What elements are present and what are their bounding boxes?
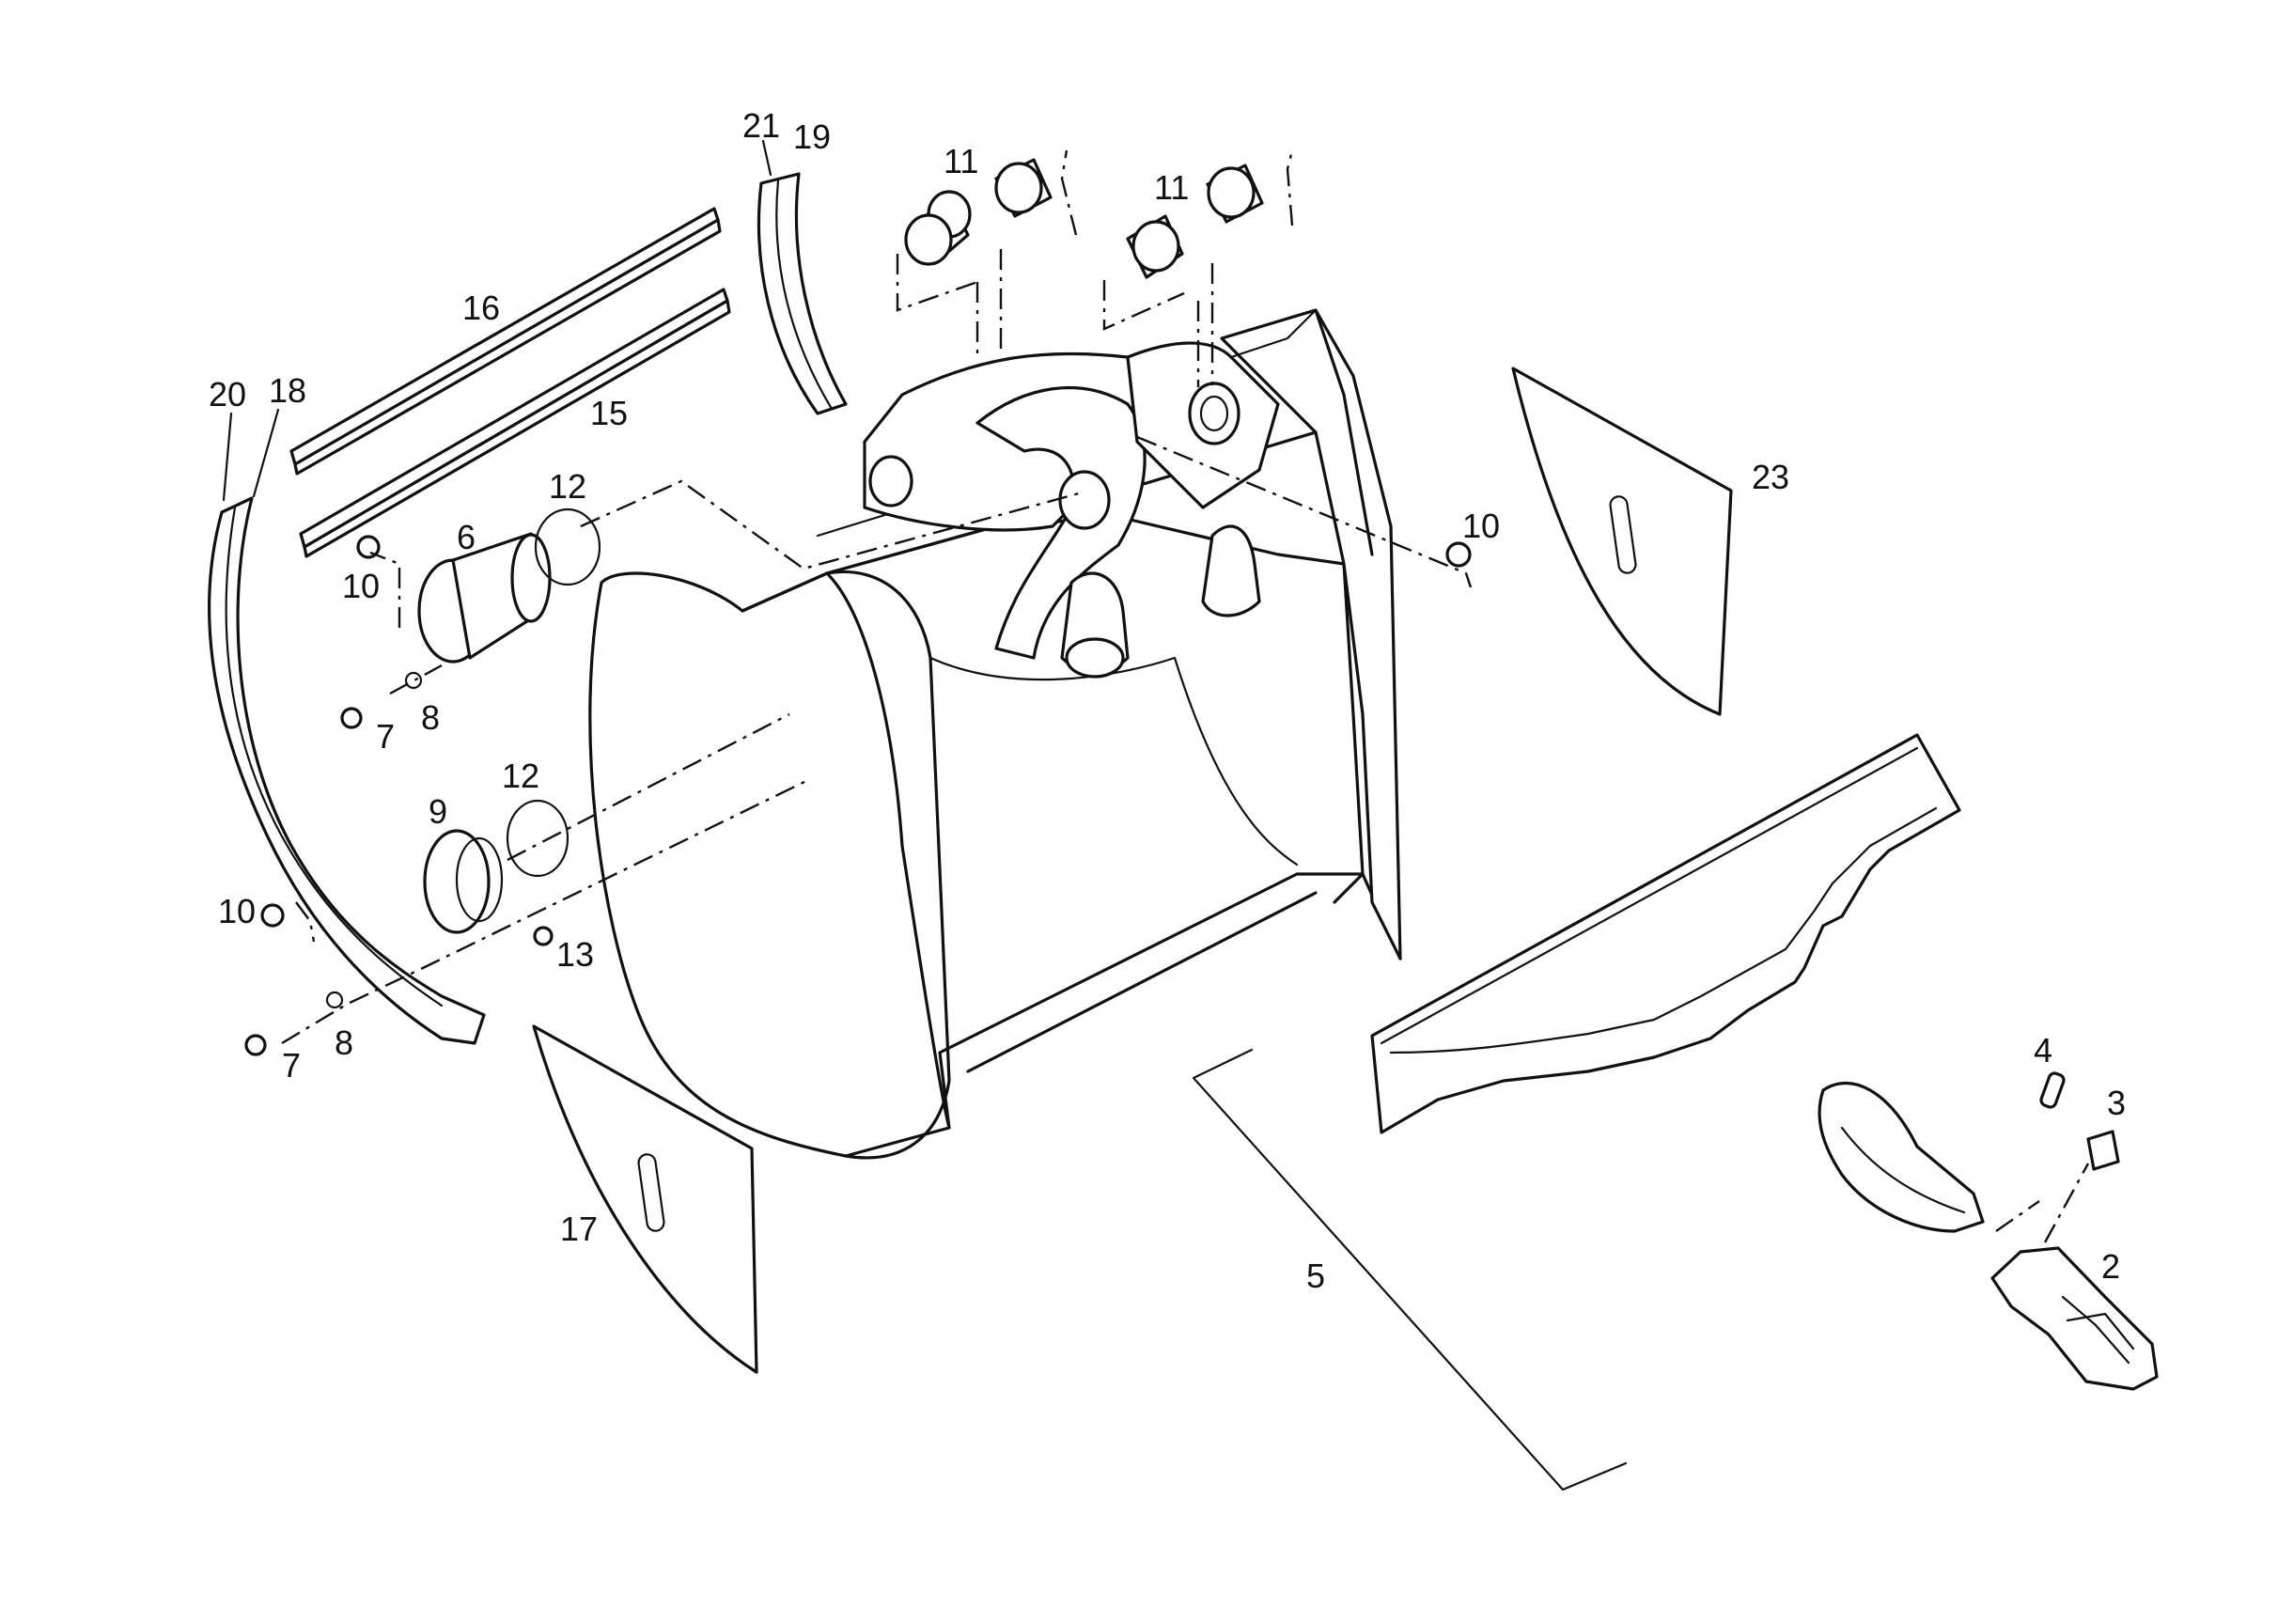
part-12-o-ring-lower [506,799,570,878]
part-15-wear-strip [299,288,731,558]
callout-10-lower-left: 10 [218,892,256,930]
callout-19: 19 [793,117,831,156]
callout-5: 5 [1306,1257,1325,1295]
part-23-side-plate [1511,367,1733,716]
callout-labels: 21 19 11 11 16 15 20 18 12 6 10 23 10 7 … [209,106,2126,1295]
callout-18: 18 [269,371,306,410]
callout-7-lower: 7 [282,1046,301,1085]
part-2-adapter [1990,1246,2159,1391]
part-17-side-plate [532,1024,758,1374]
callout-9: 9 [429,792,447,831]
assembly-center-lines [281,149,2090,1243]
callout-6: 6 [457,518,476,556]
callout-11-right: 11 [1154,168,1189,207]
callout-2: 2 [2101,1247,2120,1286]
hardware-screws-washers [244,535,1472,1056]
callout-15: 15 [590,394,628,432]
part-9-cap [423,829,504,934]
part-3-4-bucket-tooth [1818,1071,2120,1233]
callout-12-lower: 12 [502,757,539,795]
part-5-bracket [1192,1048,1628,1491]
hinge-bracket [863,308,1318,679]
callout-21: 21 [742,106,780,145]
callout-leaders [222,139,772,502]
callout-4: 4 [2034,1031,2052,1070]
callout-7-upper: 7 [376,717,395,756]
callout-16: 16 [462,289,500,327]
callout-20: 20 [209,375,246,414]
callout-3: 3 [2107,1084,2126,1122]
callout-10-right: 10 [1462,507,1500,545]
part-12-o-ring-upper [534,508,601,586]
part-11-bushings-right [1126,164,1264,279]
part-20-18-side-cutter [207,496,486,1045]
callout-11-left: 11 [944,142,978,180]
part-16-wear-strip [289,207,722,476]
callout-10-upper-left: 10 [342,567,380,605]
callout-8-lower: 8 [335,1023,353,1062]
callout-12-upper: 12 [549,467,586,506]
part-6-cap [417,532,552,664]
callout-13: 13 [556,935,594,974]
callout-23: 23 [1752,458,1789,496]
part-11-bushings-left [904,158,1053,266]
callout-8-upper: 8 [421,698,440,737]
part-21-19-top-cutter [757,172,848,415]
callout-17: 17 [560,1210,598,1248]
part-5-cutting-edge [1370,733,1961,1134]
